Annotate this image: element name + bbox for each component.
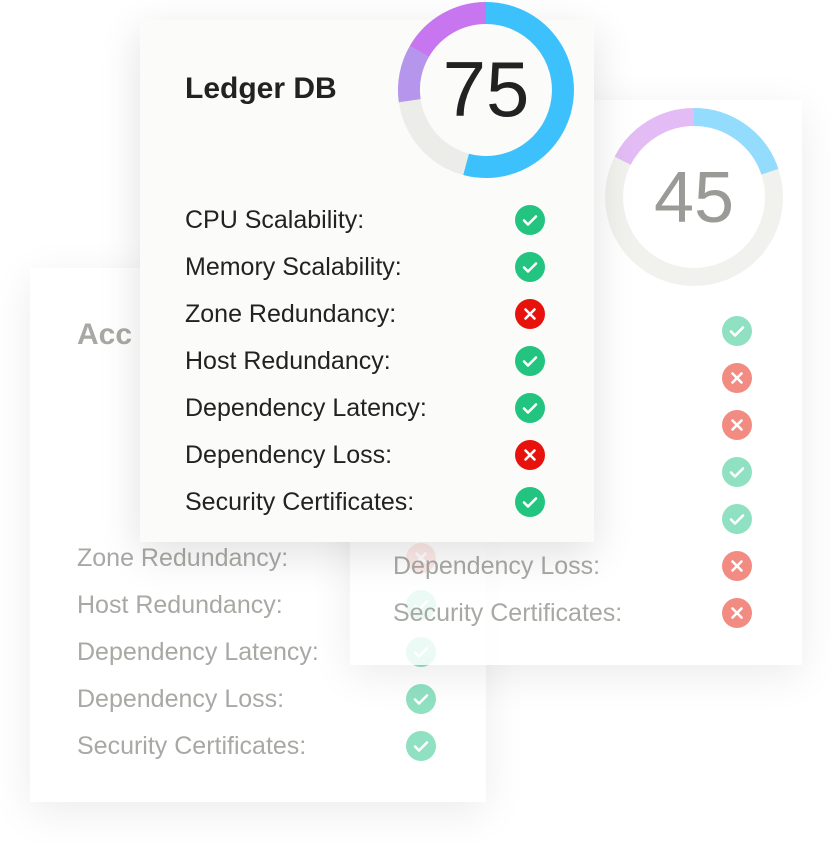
check-label: Dependency Loss: [77, 685, 285, 713]
check-circle-icon [515, 252, 545, 282]
check-label: Security Certificates: [77, 732, 307, 760]
score-gauge: 45 [604, 107, 784, 287]
check-label: Dependency Loss: [185, 441, 393, 469]
gauge-segment-lavender [614, 108, 695, 166]
check-circle-icon [722, 457, 752, 487]
check-circle-icon [406, 731, 436, 761]
card-title: Acc [77, 318, 133, 351]
check-label: Zone Redundancy: [77, 544, 289, 572]
check-circle-icon [722, 504, 752, 534]
score-value: 75 [442, 45, 530, 133]
check-circle-icon [515, 487, 545, 517]
check-circle-icon [515, 346, 545, 376]
check-label: Dependency Latency: [77, 638, 319, 666]
check-label: Host Redundancy: [77, 591, 283, 619]
check-circle-icon [722, 316, 752, 346]
service-card-ledger-db[interactable]: Ledger DB 75 CPU Scalability: Memory Scal… [140, 2, 594, 542]
check-label: Security Certificates: [185, 488, 415, 516]
check-circle-icon [406, 684, 436, 714]
gauge-ring [398, 2, 574, 178]
card-title: Ledger DB [185, 72, 337, 105]
x-circle-icon [722, 551, 752, 581]
check-circle-icon [515, 393, 545, 423]
gauge-segment-blue [463, 2, 574, 178]
x-circle-icon [722, 598, 752, 628]
gauge-segment-lavender [398, 45, 430, 103]
x-circle-icon [722, 363, 752, 393]
check-label: Dependency Loss: [393, 552, 601, 580]
gauge-segment-blue [693, 108, 779, 175]
gauge-ring [605, 108, 783, 286]
x-circle-icon [722, 410, 752, 440]
check-label: CPU Scalability: [185, 206, 365, 234]
score-gauge: 75 [396, 0, 576, 180]
check-label: Dependency Latency: [185, 394, 427, 422]
check-label: Host Redundancy: [185, 347, 391, 375]
x-circle-icon [515, 299, 545, 329]
score-value: 45 [653, 158, 735, 238]
check-circle-icon [515, 205, 545, 235]
gauge-segment-purple [409, 2, 487, 58]
check-label: Memory Scalability: [185, 253, 402, 281]
x-circle-icon [515, 440, 545, 470]
check-label: Security Certificates: [393, 599, 623, 627]
check-label: Zone Redundancy: [185, 300, 397, 328]
